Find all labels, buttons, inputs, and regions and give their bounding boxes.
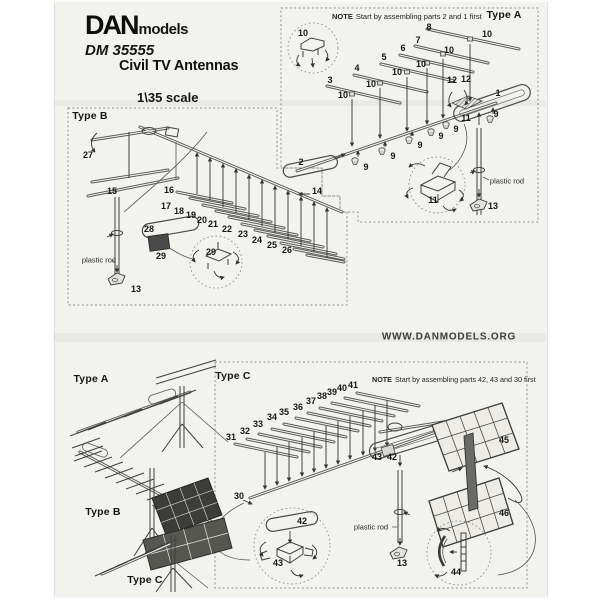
part-label-43-detail: 43: [272, 558, 284, 568]
part-label-42: 42: [386, 452, 398, 462]
part-label-9: 9: [363, 162, 369, 172]
part-label-9: 9: [417, 140, 423, 150]
part-label-8: 8: [426, 22, 432, 32]
plastic-rod-label: plastic rod: [353, 522, 389, 532]
part-label-44: 44: [450, 567, 462, 577]
part-label-6: 6: [400, 43, 406, 53]
part-label-20: 20: [196, 215, 208, 225]
part-label-1: 1: [495, 88, 501, 98]
part-label-31: 31: [225, 432, 237, 442]
part-label-15: 15: [106, 186, 118, 196]
part-label-23: 23: [237, 229, 249, 239]
gallery-type-a-label: Type A: [73, 373, 109, 385]
part-label-24: 24: [251, 235, 263, 245]
part-label-4: 4: [354, 63, 360, 73]
part-label-41: 41: [347, 380, 359, 390]
part-label-38: 38: [316, 391, 328, 401]
brand-models: models: [138, 21, 189, 38]
part-label-27: 27: [82, 150, 94, 160]
product-title: Civil TV Antennas: [119, 58, 239, 74]
note-text: Start by assembling parts 2 and 1 first: [355, 12, 482, 21]
part-label-12: 12: [460, 74, 472, 84]
part-label-34: 34: [266, 412, 278, 422]
part-label-18: 18: [173, 206, 185, 216]
part-label-9: 9: [493, 109, 499, 119]
part-label-43: 43: [371, 452, 383, 462]
gallery-type-b-label: Type B: [85, 506, 121, 518]
scale-label: 1\35 scale: [137, 90, 199, 105]
part-label-12: 12: [446, 75, 458, 85]
part-label-45: 45: [498, 435, 510, 445]
type-b-title: Type B: [72, 110, 108, 122]
part-label-36: 36: [292, 402, 304, 412]
plastic-rod-label: plastic rod: [489, 176, 525, 186]
part-label-17: 17: [160, 201, 172, 211]
part-label-19: 19: [185, 210, 197, 220]
brand-logo: DAN models: [85, 10, 189, 41]
type-a-art: [282, 22, 531, 215]
part-label-26: 26: [281, 245, 293, 255]
note-text: Start by assembling parts 42, 43 and 30 …: [394, 375, 536, 384]
kit-number: DM 35555: [85, 42, 155, 59]
part-label-13: 13: [396, 558, 408, 568]
part-label-14: 14: [311, 186, 323, 196]
type-c-title: Type C: [215, 370, 251, 382]
part-label-42-detail: 42: [296, 516, 308, 526]
type-c-art: [212, 391, 536, 586]
part-label-9: 9: [438, 131, 444, 141]
part-label-2: 2: [298, 157, 304, 167]
part-label-10: 10: [391, 67, 403, 77]
part-label-7: 7: [415, 35, 421, 45]
part-label-3: 3: [327, 75, 333, 85]
part-label-10: 10: [365, 79, 377, 89]
brand-dan: DAN: [85, 10, 139, 40]
part-label-9: 9: [390, 151, 396, 161]
part-label-37: 37: [305, 396, 317, 406]
note-keyword: NOTE: [332, 12, 353, 21]
part-label-39: 39: [326, 387, 338, 397]
type-b-art: [86, 125, 346, 289]
part-label-11-detail: 11: [428, 195, 438, 205]
part-label-25: 25: [266, 240, 278, 250]
plastic-rod-label: plastic rod: [81, 255, 117, 265]
gallery-type-c-label: Type C: [127, 574, 163, 586]
part-label-40: 40: [336, 383, 348, 393]
part-label-10: 10: [443, 45, 455, 55]
part-label-28: 28: [143, 224, 155, 234]
part-label-21: 21: [207, 219, 219, 229]
part-label-9: 9: [453, 124, 459, 134]
part-label-10: 10: [481, 29, 493, 39]
part-label-46: 46: [498, 508, 510, 518]
part-label-22: 22: [221, 224, 233, 234]
part-label-13: 13: [487, 201, 499, 211]
part-label-10: 10: [337, 90, 349, 100]
part-label-29: 29: [155, 251, 167, 261]
type-a-title: Type A: [486, 9, 522, 21]
part-label-30: 30: [233, 491, 245, 501]
part-label-29-detail: 29: [205, 247, 217, 257]
part-label-10: 10: [415, 59, 427, 69]
part-label-33: 33: [252, 419, 264, 429]
part-label-10: 10: [297, 28, 309, 38]
note-keyword: NOTE: [372, 375, 392, 384]
part-label-13: 13: [130, 284, 142, 294]
website-url: WWW.DANMODELS.ORG: [381, 331, 517, 343]
header: DAN models DM 35555: [85, 10, 189, 59]
part-label-32: 32: [239, 426, 251, 436]
part-label-35: 35: [278, 407, 290, 417]
part-label-16: 16: [163, 185, 175, 195]
part-label-11: 11: [461, 113, 471, 123]
part-label-5: 5: [381, 52, 387, 62]
gallery-type-c-art: [94, 477, 233, 593]
gallery-type-a-art: [69, 359, 229, 459]
